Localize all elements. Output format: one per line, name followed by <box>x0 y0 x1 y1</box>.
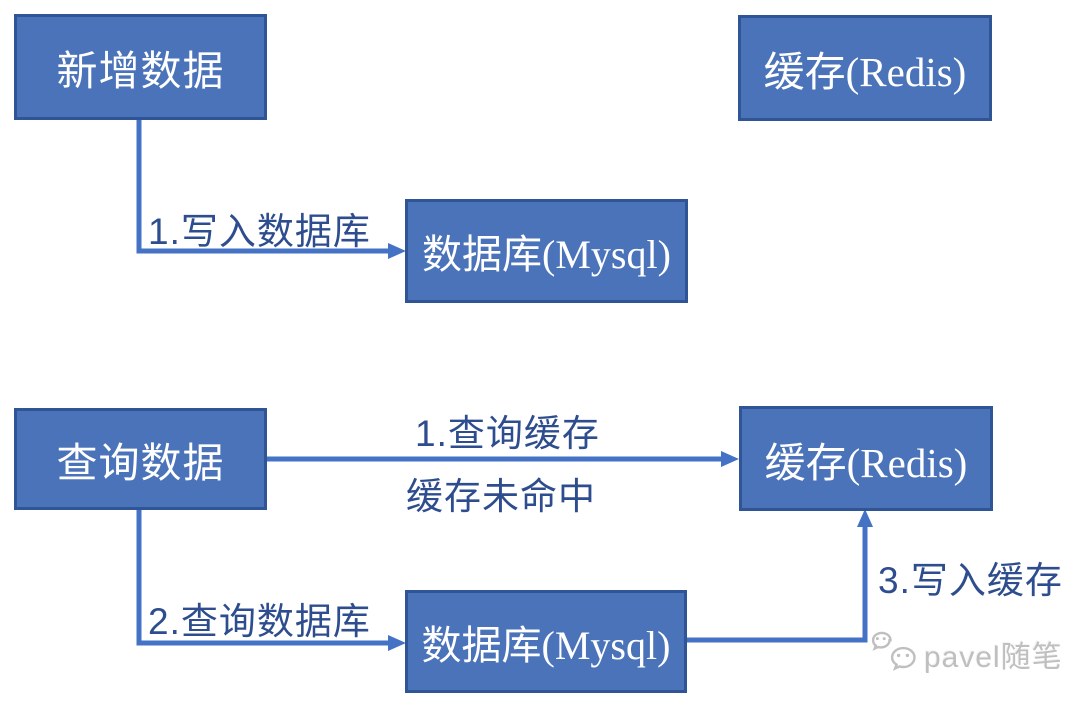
node-db-mysql-bottom: 数据库(Mysql) <box>405 590 687 693</box>
edge-label-query-db: 2.查询数据库 <box>148 601 371 642</box>
edge-label-write-cache: 3.写入缓存 <box>878 560 1063 601</box>
watermark-text: pavel随笔 <box>924 641 1063 674</box>
edge-write-db-arrowhead <box>388 243 406 259</box>
watermark: pavel随笔 <box>868 630 1063 678</box>
edge-query-cache-arrowhead <box>721 451 739 467</box>
node-add-data: 新增数据 <box>14 14 267 120</box>
node-query-data: 查询数据 <box>14 408 267 510</box>
edge-query-db-arrowhead <box>388 635 406 651</box>
node-db-mysql-top: 数据库(Mysql) <box>405 199 688 303</box>
wechat-icon <box>871 631 916 671</box>
node-cache-redis-top: 缓存(Redis) <box>738 15 992 121</box>
edge-label-query-cache: 1.查询缓存 <box>415 413 600 454</box>
edge-write-cache-arrowhead <box>857 509 873 527</box>
edge-label-cache-miss: 缓存未命中 <box>406 476 596 517</box>
node-cache-redis-bottom: 缓存(Redis) <box>739 406 993 511</box>
edge-label-write-db: 1.写入数据库 <box>148 211 371 252</box>
edge-write-cache-line <box>687 526 868 643</box>
